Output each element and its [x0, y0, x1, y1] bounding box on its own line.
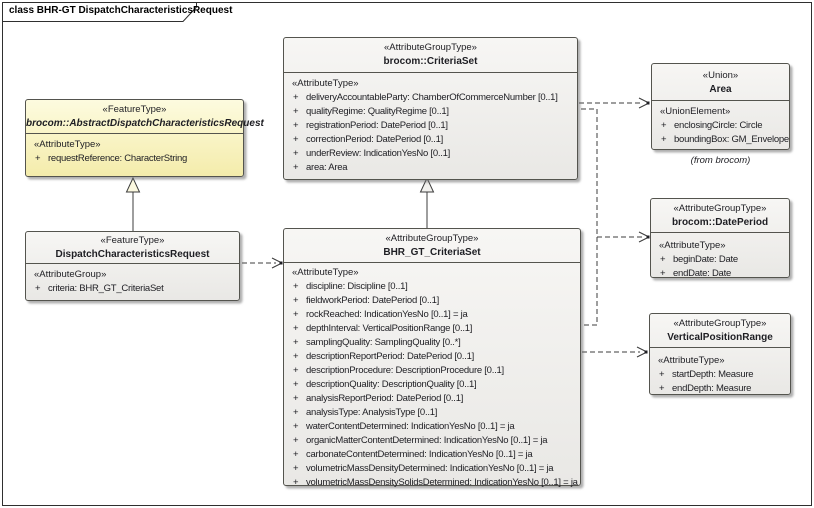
attribute-row: +startDepth: Measure	[659, 369, 754, 380]
stereotype-label: «AttributeGroupType»	[673, 318, 767, 329]
attribute-row: +samplingQuality: SamplingQuality [0..*]	[293, 337, 461, 348]
class-name: brocom::AbstractDispatchCharacteristicsR…	[26, 118, 264, 129]
generalization-bhrcriteriaset-to-criteriaset	[419, 176, 435, 228]
class-brocom-criteriaset[interactable]: «AttributeGroupType» brocom::CriteriaSet…	[283, 37, 578, 180]
attribute-row: +descriptionReportPeriod: DatePeriod [0.…	[293, 351, 474, 362]
attribute-row: +descriptionQuality: DescriptionQuality …	[293, 379, 477, 390]
attribute-list: +requestReference: CharacterString	[26, 152, 243, 166]
attribute-list: +enclosingCircle: Circle +boundingBox: GM…	[652, 119, 789, 147]
attribute-row: +analysisReportPeriod: DatePeriod [0..1]	[293, 393, 464, 404]
section-label: «UnionElement»	[660, 106, 731, 117]
attribute-row: +boundingBox: GM_Envelope	[661, 134, 789, 145]
section-label: «AttributeType»	[659, 240, 726, 251]
attribute-row: +volumetricMassDensitySolidsDetermined: …	[293, 477, 578, 488]
attribute-row: +beginDate: Date	[660, 254, 738, 265]
attribute-row: +correctionPeriod: DatePeriod [0..1]	[293, 134, 443, 145]
class-name: brocom::CriteriaSet	[383, 56, 478, 67]
attribute-row: +qualityRegime: QualityRegime [0..1]	[293, 106, 449, 117]
class-abstract-dispatch-characteristics-request[interactable]: «FeatureType» brocom::AbstractDispatchCh…	[25, 99, 264, 177]
attribute-row: +carbonateContentDetermined: IndicationY…	[293, 449, 533, 460]
attribute-row: +waterContentDetermined: IndicationYesNo…	[293, 421, 515, 432]
attribute-list: +startDepth: Measure +endDepth: Measure	[650, 368, 790, 396]
attribute-row: +volumetricMassDensityDetermined: Indica…	[293, 463, 554, 474]
attribute-row: +fieldworkPeriod: DatePeriod [0..1]	[293, 295, 440, 306]
attribute-row: +rockReached: IndicationYesNo [0..1] = j…	[293, 309, 468, 320]
attribute-row: +criteria: BHR_GT_CriteriaSet	[35, 283, 164, 294]
dependency-dispatch-to-bhrcriteriaset	[242, 257, 283, 269]
section-label: «AttributeType»	[34, 139, 101, 150]
stereotype-label: «AttributeGroupType»	[384, 42, 477, 53]
attribute-row: +enclosingCircle: Circle	[661, 120, 763, 131]
attribute-row: +endDepth: Measure	[659, 383, 752, 394]
attribute-list: +criteria: BHR_GT_CriteriaSet	[26, 282, 239, 296]
generalization-dispatch-to-abstract	[125, 176, 141, 231]
attribute-row: +organicMatterContentDetermined: Indicat…	[293, 435, 548, 446]
dependency-criteriaset-to-area	[579, 97, 650, 109]
dependency-to-dateperiod	[581, 108, 650, 326]
section-label: «AttributeType»	[292, 267, 359, 278]
class-dispatch-characteristics-request[interactable]: «FeatureType» DispatchCharacteristicsReq…	[25, 231, 240, 301]
attribute-row: +underReview: IndicationYesNo [0..1]	[293, 148, 451, 159]
class-bhr-gt-criteriaset[interactable]: «AttributeGroupType» BHR_GT_CriteriaSet …	[283, 228, 581, 488]
section-label: «AttributeType»	[292, 78, 359, 89]
stereotype-label: «AttributeGroupType»	[673, 203, 767, 214]
section-label: «AttributeGroup»	[34, 269, 107, 280]
stereotype-label: «FeatureType»	[100, 235, 165, 246]
class-vertical-position-range[interactable]: «AttributeGroupType» VerticalPositionRan…	[649, 313, 791, 395]
attribute-row: +descriptionProcedure: DescriptionProced…	[293, 365, 504, 376]
class-name: DispatchCharacteristicsRequest	[55, 249, 210, 260]
stereotype-label: «AttributeGroupType»	[385, 233, 479, 244]
attribute-row: +analysisType: AnalysisType [0..1]	[293, 407, 438, 418]
attribute-row: +discipline: Discipline [0..1]	[293, 281, 408, 292]
class-brocom-dateperiod[interactable]: «AttributeGroupType» brocom::DatePeriod …	[650, 198, 790, 281]
attribute-list: +beginDate: Date +endDate: Date	[651, 253, 789, 281]
section-label: «AttributeType»	[658, 355, 725, 366]
stereotype-label: «Union»	[702, 70, 739, 81]
dependency-bhrcriteriaset-to-verticalpositionrange	[582, 346, 648, 358]
diagram-title-tab	[2, 2, 197, 22]
class-area-union[interactable]: «Union» Area «UnionElement» +enclosingCi…	[651, 63, 790, 150]
stereotype-label: «FeatureType»	[102, 104, 167, 115]
attribute-list: +discipline: Discipline [0..1] +fieldwork…	[284, 280, 580, 490]
from-brocom-label: (from brocom)	[690, 155, 751, 166]
attribute-row: +deliveryAccountableParty: ChamberOfComm…	[293, 92, 558, 103]
diagram-title: class BHR-GT DispatchCharacteristicsRequ…	[9, 5, 233, 16]
attribute-row: +registrationPeriod: DatePeriod [0..1]	[293, 120, 448, 131]
attribute-row: +area: Area	[293, 162, 348, 173]
attribute-list: +deliveryAccountableParty: ChamberOfComm…	[284, 91, 577, 175]
attribute-row: +requestReference: CharacterString	[35, 153, 188, 164]
class-name: BHR_GT_CriteriaSet	[383, 247, 481, 258]
class-name: Area	[709, 84, 732, 95]
attribute-row: +depthInterval: VerticalPositionRange [0…	[293, 323, 473, 334]
attribute-row: +endDate: Date	[660, 268, 732, 279]
class-name: VerticalPositionRange	[667, 332, 773, 343]
class-name: brocom::DatePeriod	[671, 217, 769, 228]
